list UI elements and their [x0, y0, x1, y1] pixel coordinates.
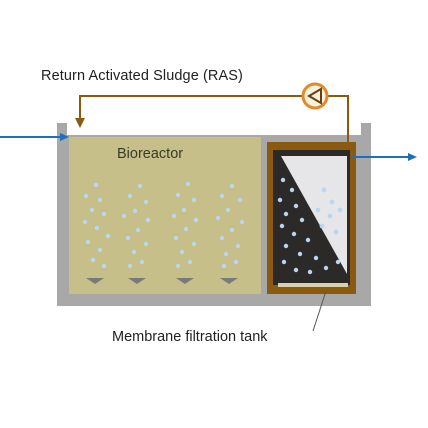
membrane-bottom-strip — [278, 283, 348, 287]
bubble-column-3 — [171, 181, 199, 269]
ras-label: Return Activated Sludge (RAS) — [41, 68, 243, 84]
bubble-column-2 — [121, 183, 151, 269]
pump-icon — [301, 82, 329, 110]
membrane-tank-label: Membrane filtration tank — [112, 329, 268, 345]
membrane-leader-line — [312, 290, 327, 332]
membrane-sludge-particles — [277, 177, 341, 275]
bioreactor-compartment — [69, 137, 261, 294]
bioreactor-label: Bioreactor — [117, 146, 184, 162]
ras-arrow-head — [75, 118, 85, 128]
ras-pipe — [328, 95, 349, 146]
bubble-column-4 — [215, 183, 245, 269]
ras-pipe-return — [79, 95, 302, 122]
bubble-column-1 — [82, 182, 111, 269]
permeate-side — [281, 156, 347, 274]
permeate-bubbles — [315, 187, 343, 235]
influent-arrow-head — [60, 133, 69, 141]
permeate-arrow-head — [408, 153, 417, 161]
tank-top-gap — [67, 123, 361, 135]
diffuser-icon — [86, 278, 238, 284]
